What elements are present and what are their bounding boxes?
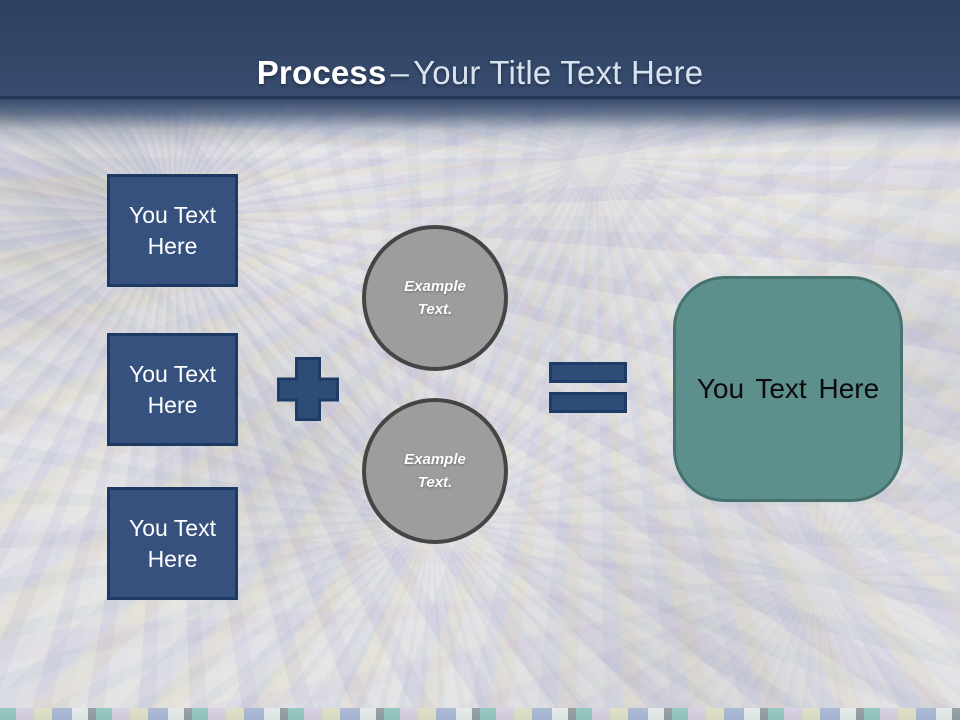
- title-bar-fade: [0, 99, 960, 149]
- input-box-2-label: You Text Here: [129, 360, 216, 418]
- title-separator: –: [390, 54, 410, 91]
- slide-title[interactable]: Process–Your Title Text Here: [0, 52, 960, 94]
- bottom-accent-strip: [0, 708, 960, 720]
- equals-bar-top: [549, 362, 627, 383]
- input-box-1-label: You Text Here: [129, 201, 216, 259]
- result-box[interactable]: You Text Here: [673, 276, 903, 502]
- example-circle-2-label: Example Text.: [404, 451, 466, 491]
- equals-icon: [549, 362, 627, 413]
- plus-icon: [277, 357, 339, 421]
- example-circle-2[interactable]: Example Text.: [362, 398, 508, 544]
- title-subtext: Your Title Text Here: [413, 54, 704, 91]
- title-bar: [0, 0, 960, 99]
- result-box-label: You Text Here: [696, 373, 880, 404]
- input-box-3[interactable]: You Text Here: [107, 487, 238, 600]
- input-box-3-label: You Text Here: [129, 514, 216, 572]
- input-box-2[interactable]: You Text Here: [107, 333, 238, 446]
- title-topic: Process: [256, 54, 387, 91]
- example-circle-1[interactable]: Example Text.: [362, 225, 508, 371]
- equals-bar-bottom: [549, 392, 627, 413]
- input-box-1[interactable]: You Text Here: [107, 174, 238, 287]
- example-circle-1-label: Example Text.: [404, 278, 466, 318]
